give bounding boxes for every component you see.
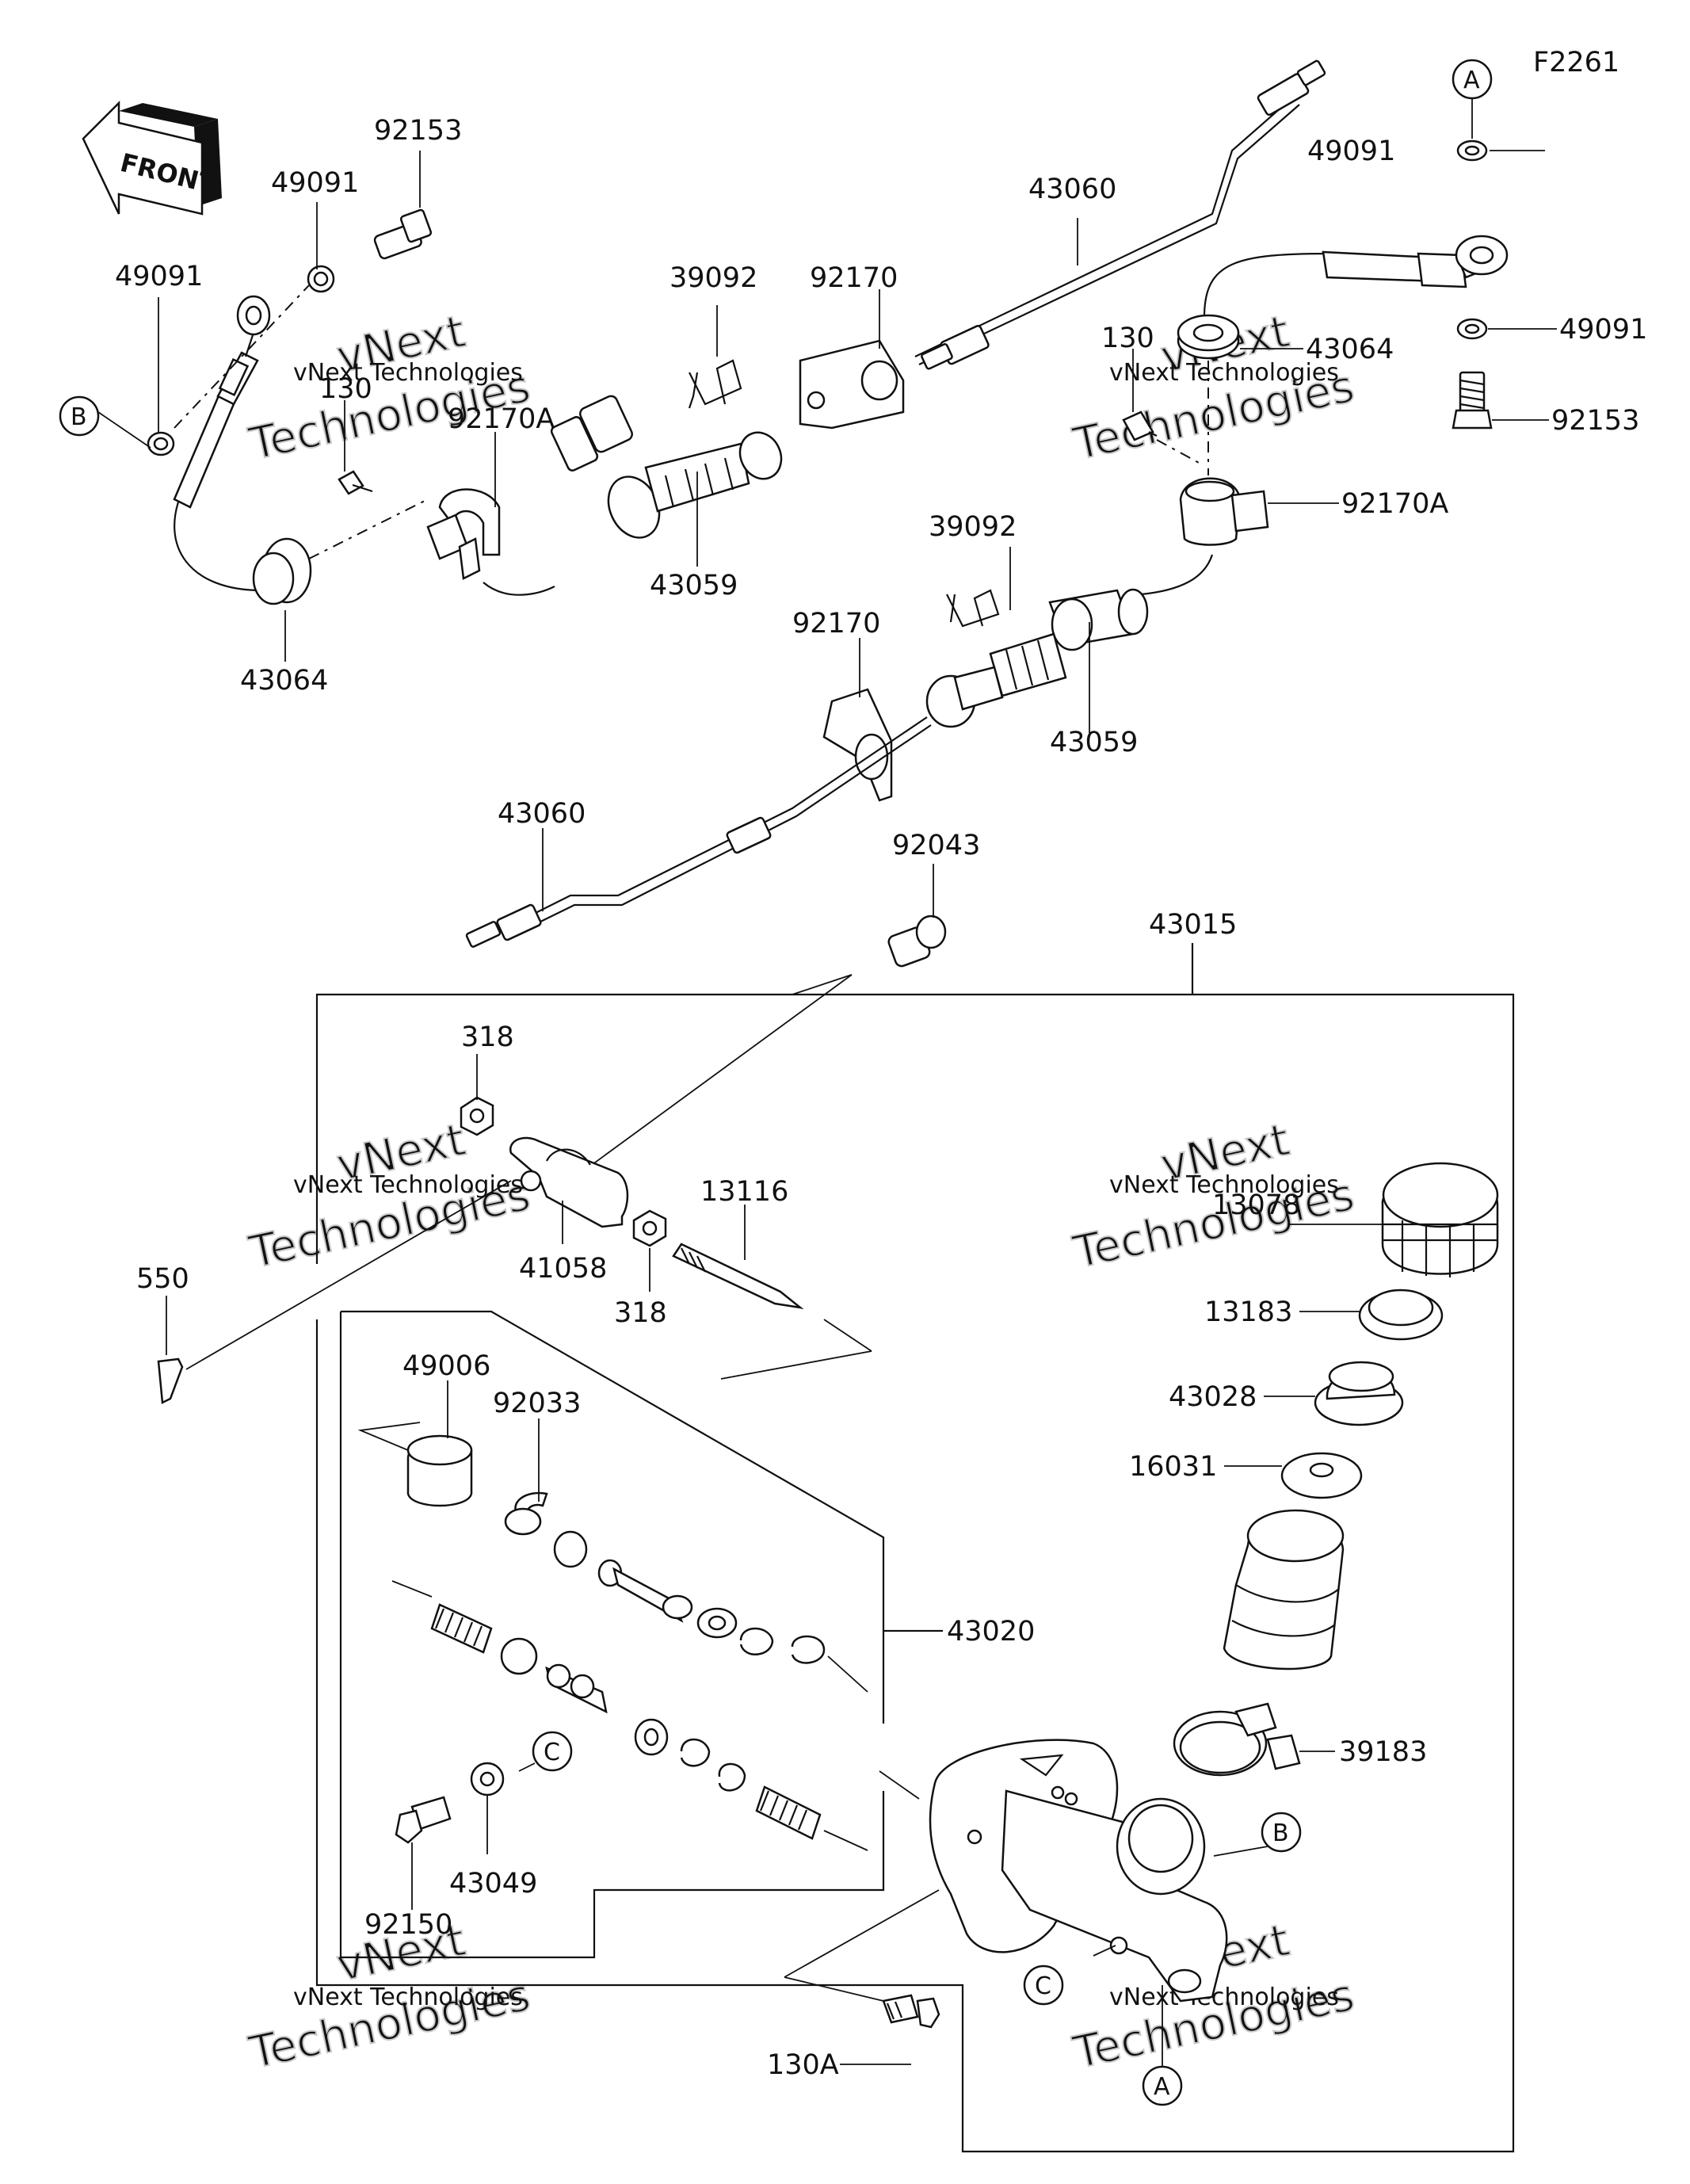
part-label-92170a-right: 92170A xyxy=(1341,488,1448,520)
part-label-550: 550 xyxy=(136,1263,189,1295)
part-label-43015: 43015 xyxy=(1149,909,1237,941)
part-label-92170-lower: 92170 xyxy=(792,608,880,640)
part-label-43020: 43020 xyxy=(947,1616,1035,1648)
part-label-49091-upper-right: 49091 xyxy=(1307,136,1395,167)
upper-reservoir-hose xyxy=(483,59,1326,596)
watermark-text: vNext Technologies xyxy=(293,1171,523,1199)
figure-code: F2261 xyxy=(1533,47,1619,78)
part-label-13116: 13116 xyxy=(700,1176,788,1208)
part-label-130a: 130A xyxy=(767,2049,839,2081)
part-label-49091-upper-left: 49091 xyxy=(271,167,359,199)
watermark-text: vNext Technologies xyxy=(1109,359,1339,387)
part-label-13078: 13078 xyxy=(1212,1189,1300,1221)
part-label-43064-right: 43064 xyxy=(1306,334,1394,365)
part-label-39092-upper: 39092 xyxy=(670,262,757,294)
part-label-92153-right: 92153 xyxy=(1551,405,1639,437)
part-label-49091-right: 49091 xyxy=(1559,314,1647,346)
part-label-92033: 92033 xyxy=(493,1388,581,1419)
part-label-49091-left: 49091 xyxy=(115,261,203,292)
part-label-49006: 49006 xyxy=(402,1350,490,1382)
piston-kit xyxy=(357,1422,868,1851)
part-label-43059-lower: 43059 xyxy=(1050,727,1138,758)
part-label-13183: 13183 xyxy=(1204,1296,1292,1328)
upper-right-hose xyxy=(1122,139,1509,596)
watermark-top-left: vNext Technologies vNext Technologies xyxy=(243,305,535,472)
part-label-130-left: 130 xyxy=(319,373,372,405)
part-label-16031: 16031 xyxy=(1129,1451,1217,1483)
master-cylinder-body xyxy=(784,1739,1268,2068)
part-label-43064-left: 43064 xyxy=(240,665,328,697)
lower-reservoir-hose xyxy=(465,588,1149,948)
callout-circles: A B C B C A xyxy=(59,59,1493,2106)
watermark-text: vNext Technologies xyxy=(1109,1171,1339,1199)
watermark-text: vNext Technologies xyxy=(293,359,523,387)
part-label-92170a-left: 92170A xyxy=(448,403,555,435)
part-label-318-lower: 318 xyxy=(614,1297,667,1329)
pushrod-clevis xyxy=(157,914,947,1404)
leader-lines xyxy=(158,150,1557,2065)
part-label-92170-upper: 92170 xyxy=(810,262,898,294)
callout-ref-a: A xyxy=(1463,67,1480,94)
watermark-mid-left: vNext Technologies vNext Technologies xyxy=(243,1113,535,1280)
part-label-43059-upper: 43059 xyxy=(650,570,738,601)
callout-ref-a-body: A xyxy=(1154,2073,1170,2101)
part-label-41058: 41058 xyxy=(519,1253,607,1285)
part-label-39092-lower: 39092 xyxy=(929,511,1017,543)
part-label-43060-upper: 43060 xyxy=(1028,174,1116,205)
part-label-43049: 43049 xyxy=(449,1868,537,1900)
callout-ref-b-body: B xyxy=(1272,1819,1289,1847)
part-label-318-upper: 318 xyxy=(461,1021,514,1053)
callout-ref-c: C xyxy=(544,1739,560,1766)
part-label-130-right: 130 xyxy=(1101,323,1154,354)
part-label-39183: 39183 xyxy=(1339,1736,1427,1768)
upper-left-hose xyxy=(147,208,501,605)
watermark-text: vNext Technologies xyxy=(293,1984,523,2011)
part-label-92153-left: 92153 xyxy=(374,115,462,147)
assembly-bracket-43015 xyxy=(315,943,1515,2153)
part-label-43060-lower: 43060 xyxy=(498,798,586,830)
part-label-92043: 92043 xyxy=(892,830,980,861)
part-label-43028: 43028 xyxy=(1169,1381,1257,1413)
assembly-bracket-43020 xyxy=(339,1310,943,1959)
front-direction-arrow: FRONT xyxy=(82,100,222,216)
part-label-92150: 92150 xyxy=(364,1909,452,1941)
reservoir-stack xyxy=(1173,1162,1499,1777)
watermark-text: vNext Technologies xyxy=(1109,1984,1339,2011)
callout-ref-b: B xyxy=(71,403,87,431)
callout-ref-c-body: C xyxy=(1035,1972,1051,2000)
part-labels: 92153 49091 49091 130 92170A 43064 39092… xyxy=(115,115,1647,2081)
